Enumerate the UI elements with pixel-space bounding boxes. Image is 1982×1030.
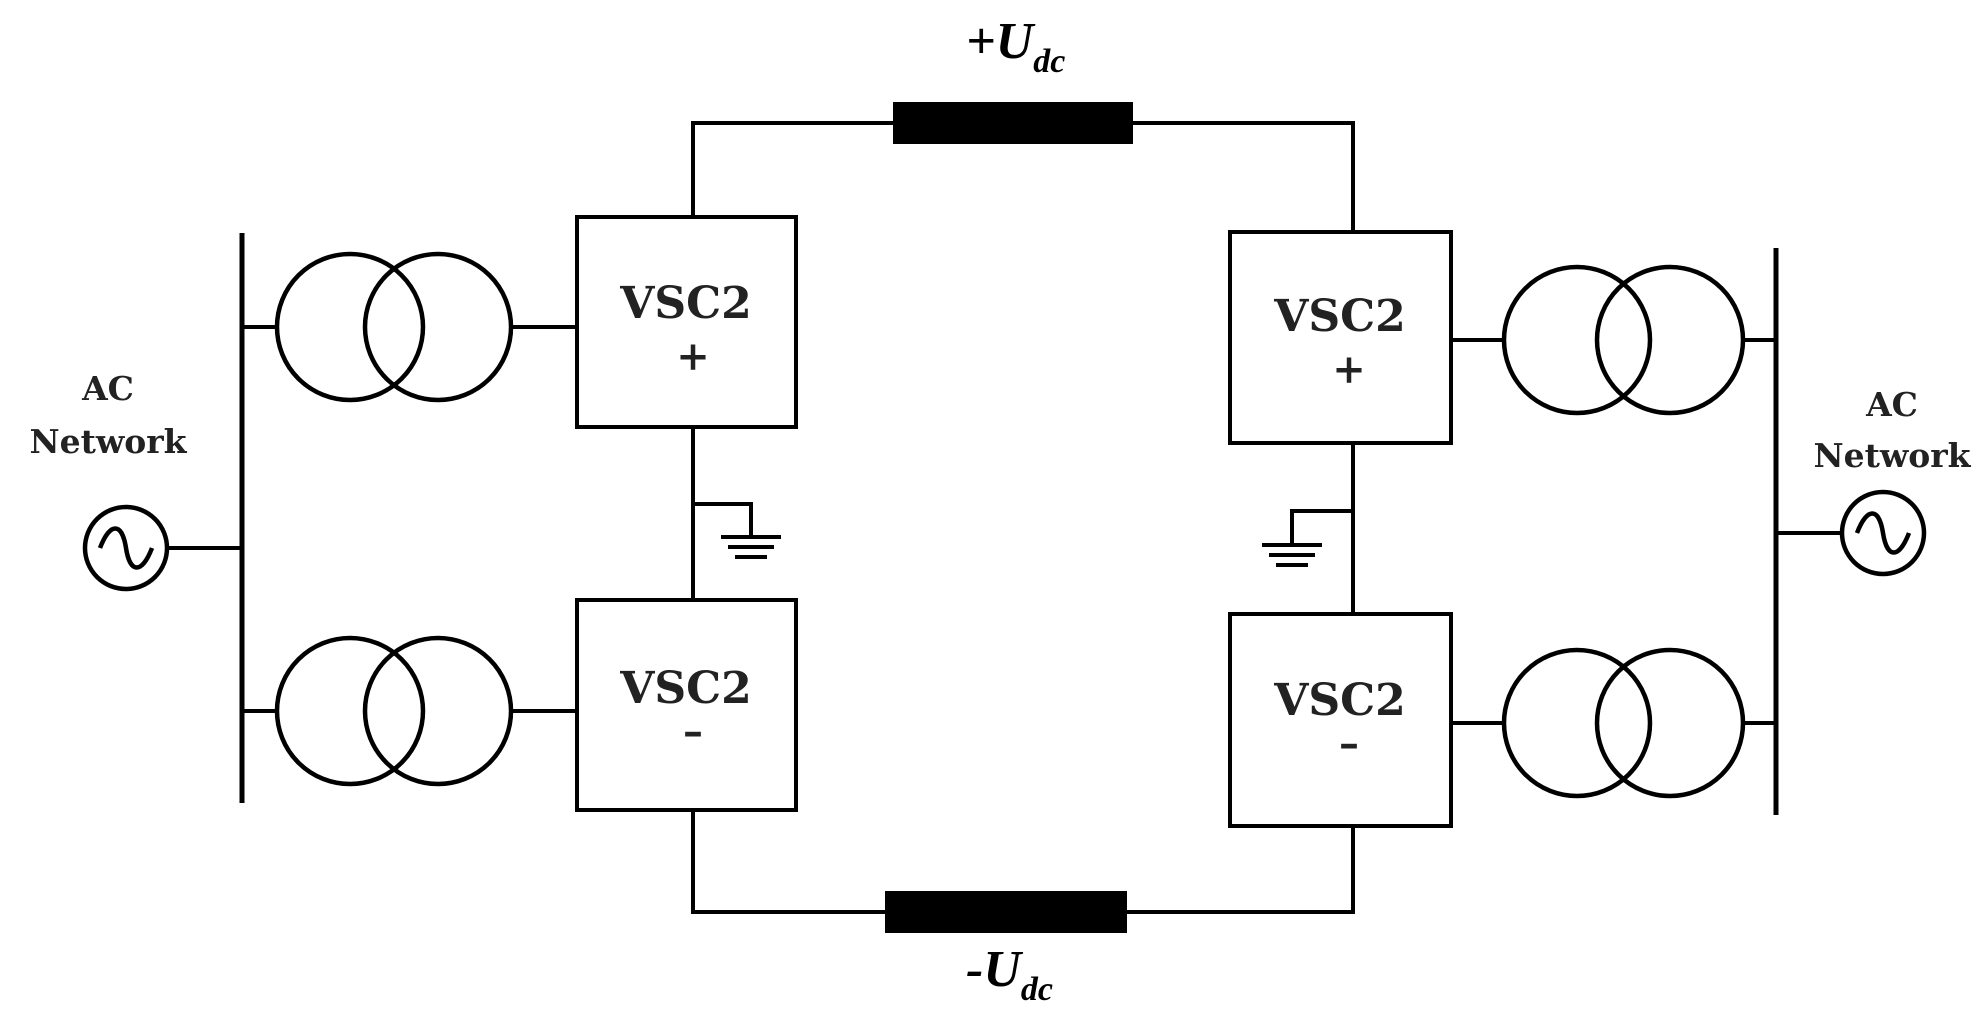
right-upper-converter: VSC2 +	[1228, 230, 1453, 445]
converter-sign: +	[1332, 346, 1366, 393]
left-network-label-line2: Network	[29, 422, 187, 461]
left-lower-transformer-icon	[274, 635, 514, 787]
right-lower-converter: VSC2 –	[1228, 612, 1453, 828]
left-ground-icon	[691, 502, 781, 559]
right-upper-transformer-icon	[1501, 264, 1746, 416]
positive-udc-label: +Udc	[966, 13, 1065, 80]
converter-sign: +	[676, 333, 710, 380]
converter-sign: –	[683, 708, 703, 755]
left-network-label-line1: AC	[81, 369, 134, 408]
right-ground-icon	[1262, 509, 1355, 567]
right-network-label-line1: AC	[1865, 385, 1918, 424]
right-lower-transformer-icon	[1501, 647, 1746, 799]
left-upper-transformer-icon	[274, 251, 514, 403]
converter-sign: –	[1339, 720, 1359, 767]
negative-dc-line	[691, 806, 1355, 933]
negative-dc-cable	[885, 891, 1127, 933]
converter-name: VSC2	[1273, 675, 1406, 726]
negative-udc-label: -Udc	[966, 941, 1053, 1008]
converter-name: VSC2	[619, 278, 752, 329]
right-network-label-line2: Network	[1813, 436, 1971, 475]
right-ac-source-icon	[1839, 489, 1927, 577]
left-ac-source-icon	[82, 504, 170, 592]
converter-name: VSC2	[1273, 291, 1406, 342]
positive-dc-cable	[893, 102, 1133, 144]
left-station: AC Network VSC2 + VSC2 –	[29, 215, 798, 812]
left-upper-converter: VSC2 +	[575, 215, 798, 429]
right-station: AC Network VSC2 + VSC2 –	[1228, 230, 1972, 828]
converter-name: VSC2	[619, 663, 752, 714]
positive-dc-line	[691, 102, 1355, 234]
left-lower-converter: VSC2 –	[575, 598, 798, 812]
